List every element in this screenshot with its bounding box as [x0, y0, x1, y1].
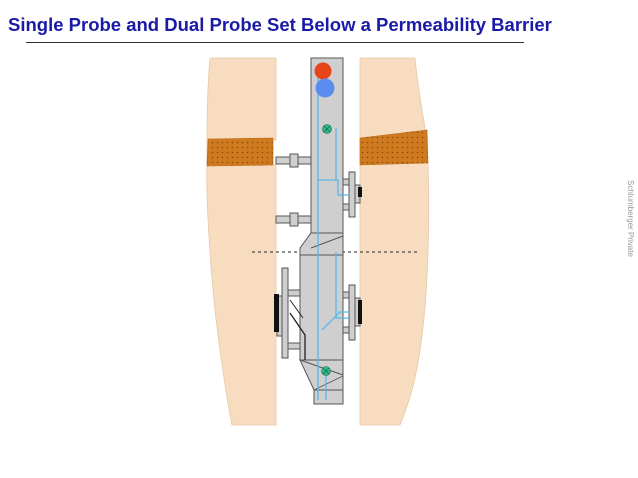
tool-bottom-stub [313, 389, 344, 405]
dual-probe-left-pad [274, 294, 279, 332]
dual-probe-right-pad [358, 300, 362, 324]
dual-probe-left-assembly [274, 267, 301, 359]
blue-ball-icon [315, 78, 335, 98]
tool-diagonal-2 [299, 359, 344, 376]
internal-link-line-2 [289, 299, 304, 319]
left-formation-wall [206, 57, 277, 426]
lower-flowline-branch [321, 311, 349, 331]
single-probe-flowline [318, 179, 349, 196]
tool-diagonal-3 [313, 375, 344, 391]
red-ball-icon [314, 62, 332, 80]
valve-icon [322, 124, 332, 134]
dual-probe-flowline [335, 252, 349, 319]
page-title: Single Probe and Dual Probe Set Below a … [8, 14, 552, 35]
right-permeability-barrier [359, 129, 429, 166]
tool-diagonal-1 [310, 235, 344, 249]
single-probe-pad [358, 187, 362, 197]
classification-label: Schlumberger Private [626, 180, 635, 257]
right-formation-wall [359, 57, 430, 426]
valve-icon [321, 366, 331, 376]
upper-left-probe [275, 153, 312, 168]
dual-probe-right-assembly [342, 284, 362, 341]
tool-lower-taper [299, 359, 344, 391]
middle-left-probe [275, 212, 312, 227]
single-probe-assembly [342, 171, 362, 218]
left-permeability-barrier [206, 137, 274, 167]
internal-link-line [289, 312, 306, 360]
title-underline [26, 42, 524, 43]
